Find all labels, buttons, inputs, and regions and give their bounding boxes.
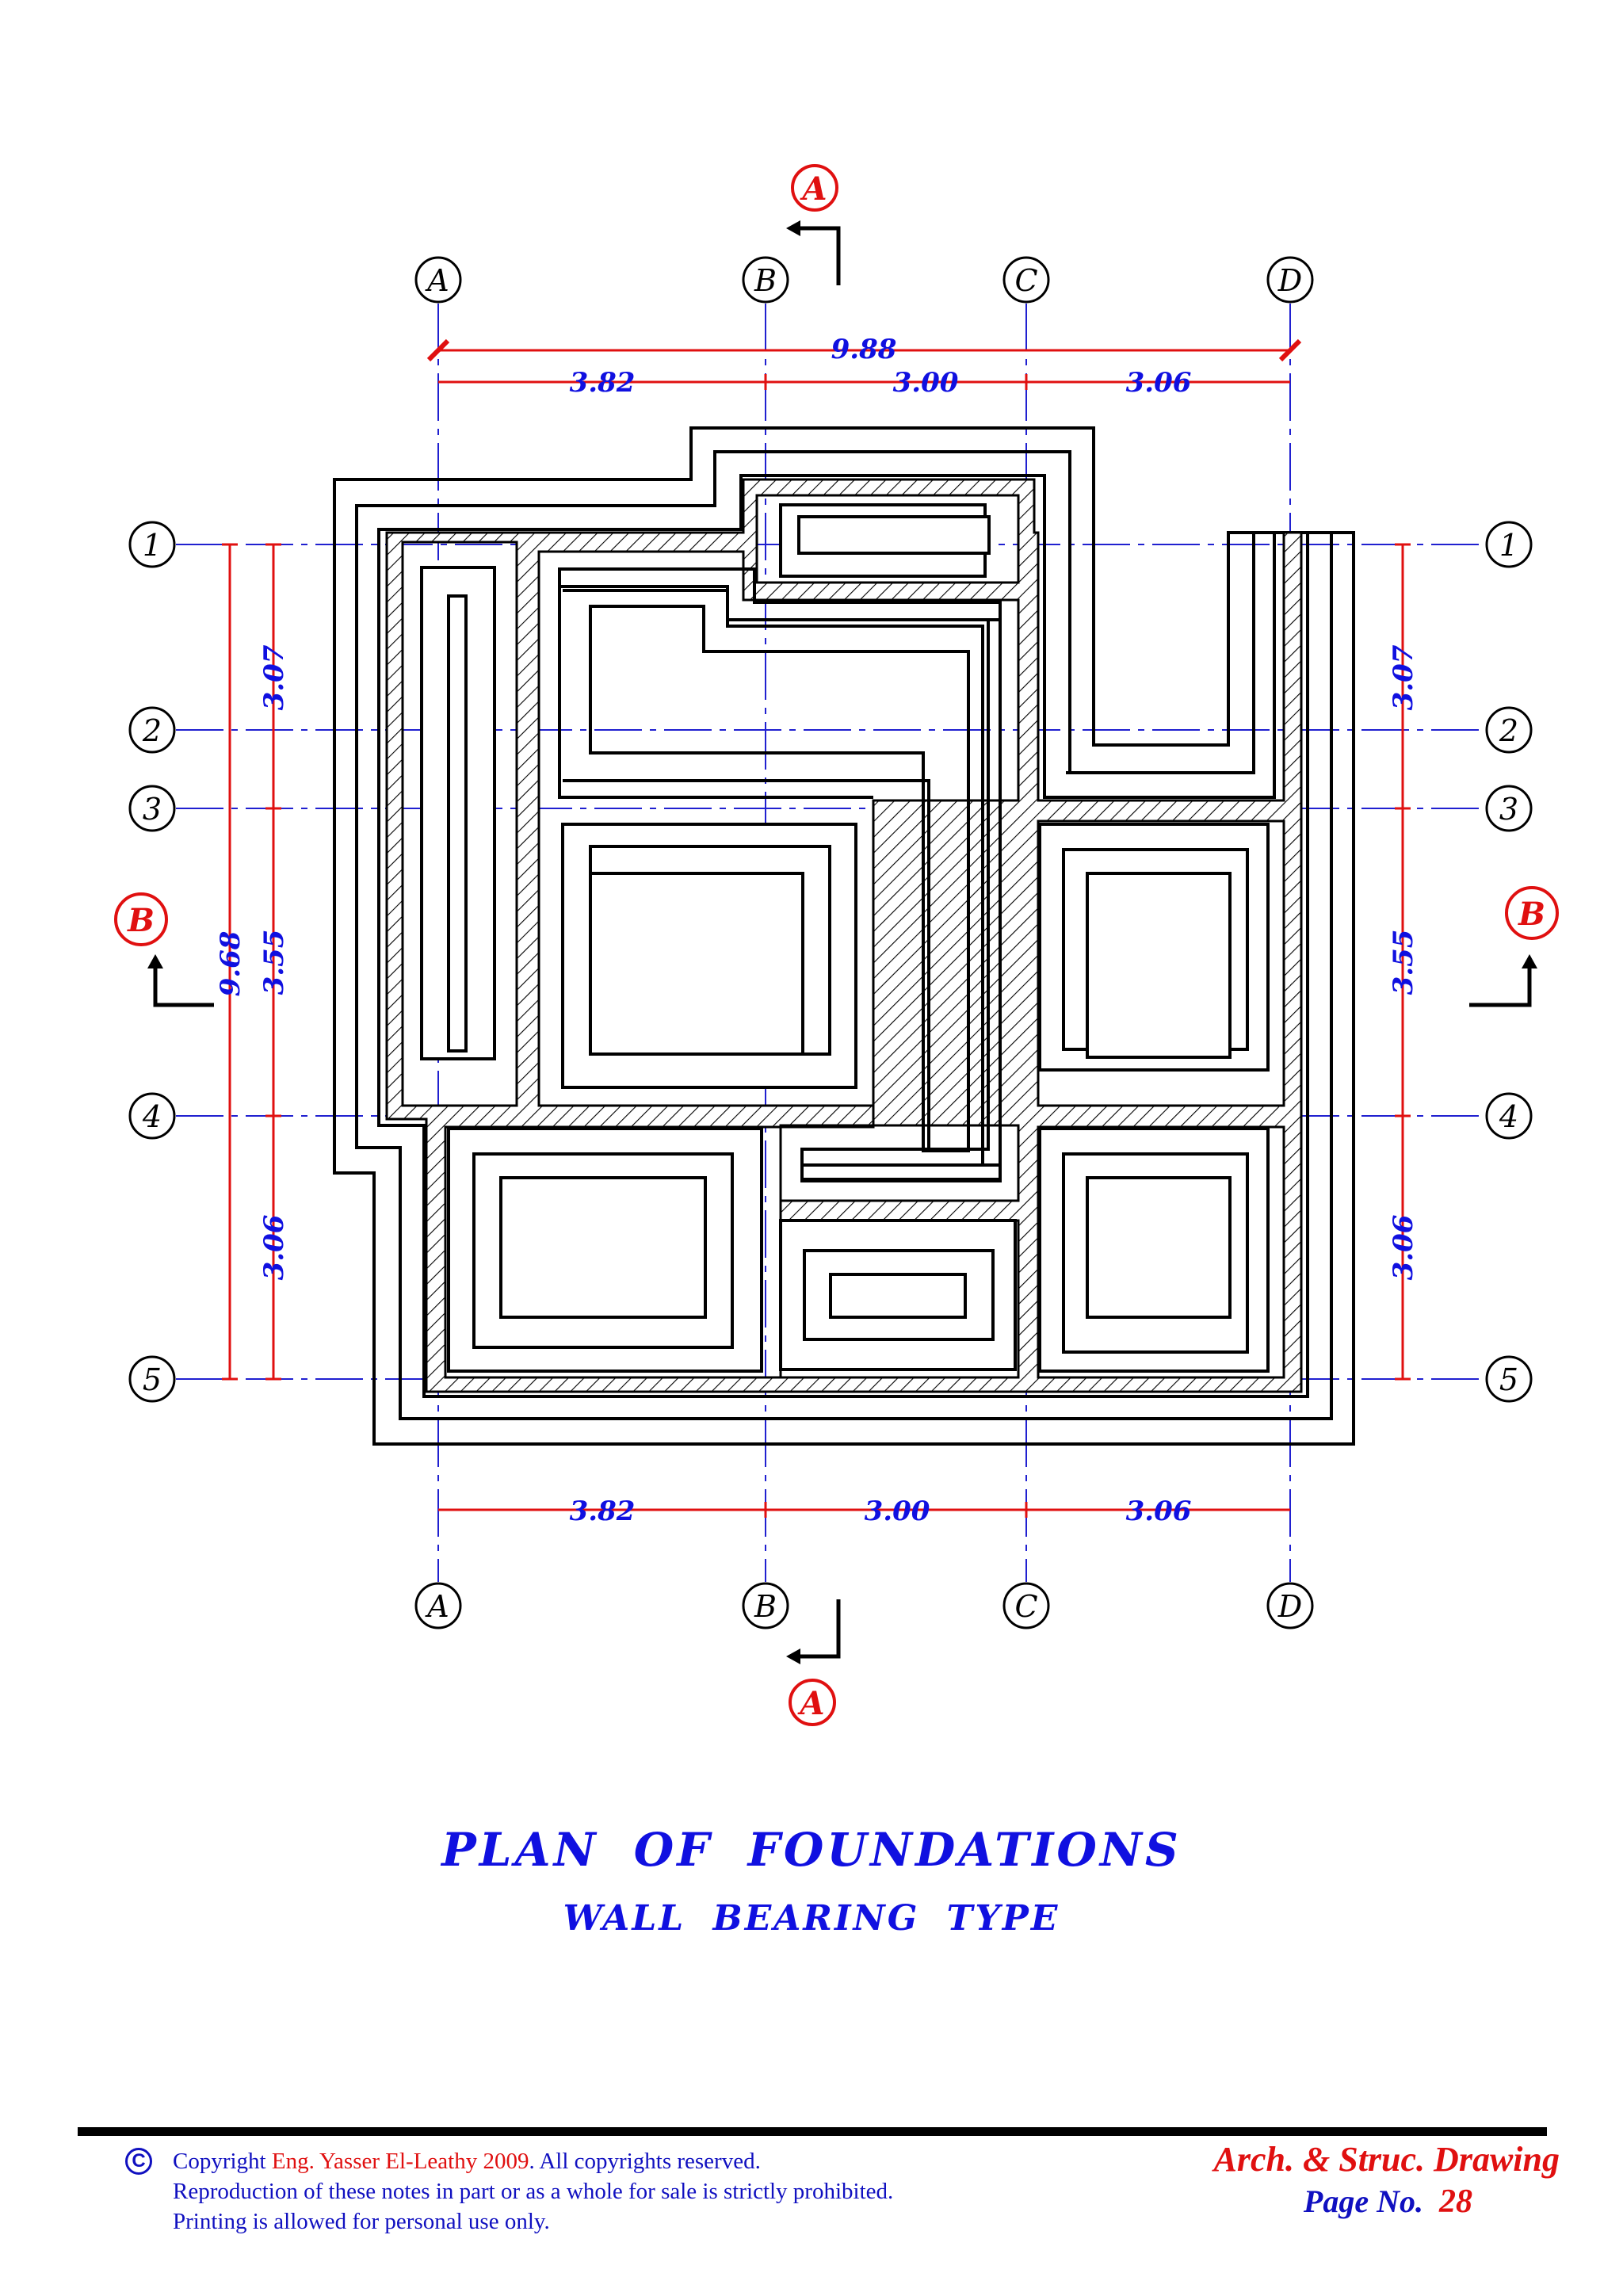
dim-span-x-3: 3.06: [1126, 367, 1192, 399]
footing-center-room-inner: [589, 872, 804, 1056]
grid-label-bottom-D: D: [1277, 1589, 1302, 1624]
dim-overall-x: 9.88: [831, 334, 897, 365]
section-label-right-B: B: [1518, 896, 1545, 933]
drawing-type: Arch. & Struc. Drawing: [1213, 2140, 1560, 2179]
dim-bottom-x-2: 3.00: [865, 1496, 930, 1527]
grid-label-left-5: 5: [143, 1362, 162, 1397]
dim-bottom-x-3: 3.06: [1126, 1496, 1192, 1527]
footing-left-strip-inner: [447, 594, 468, 1052]
grid-label-bottom-A: A: [425, 1589, 449, 1624]
dim-right-y-1: 3.07: [1388, 644, 1419, 710]
grid-label-right-4: 4: [1499, 1099, 1518, 1134]
grid-label-right-1: 1: [1499, 528, 1518, 563]
grid-label-top-B: B: [754, 263, 777, 298]
grid-label-top-A: A: [425, 263, 449, 298]
footing-right-room-inner: [1086, 872, 1232, 1059]
footing-zigzag-3: [563, 779, 930, 1151]
page-number-line: Page No. 28: [1214, 2181, 1472, 2222]
dim-right-y-3: 3.06: [1388, 1215, 1419, 1281]
footing-top-center-inner: [797, 515, 991, 555]
grid-label-top-C: C: [1014, 263, 1037, 298]
dim-span-x-2: 3.00: [893, 367, 959, 399]
dim-left-y-3: 3.06: [258, 1215, 290, 1281]
dim-left-y-1: 3.07: [258, 644, 290, 710]
section-label-bottom-A: A: [796, 1685, 824, 1722]
copyright-line-2: Reproduction of these notes in part or a…: [173, 2179, 894, 2204]
dimension-lines: [222, 338, 1411, 1518]
grid-label-right-3: 3: [1499, 792, 1518, 827]
copyright-icon: C: [125, 2148, 152, 2175]
copyright-line-1: Copyright Eng. Yasser El-Leathy 2009. Al…: [173, 2146, 1070, 2176]
footings: [420, 503, 1270, 1373]
footing-outline-inner: [377, 474, 1309, 1398]
footing-bottom-center-inner: [829, 1273, 967, 1319]
section-mark-right-B: [1469, 886, 1559, 1007]
page-label: Page No.: [1303, 2183, 1423, 2219]
dim-overall-y: 9.68: [215, 931, 246, 997]
drawing-subtitle: WALL BEARING TYPE: [563, 1898, 1060, 1939]
dim-bottom-x-1: 3.82: [570, 1496, 636, 1527]
footing-zigzag-2: [589, 605, 970, 1152]
section-mark-bottom-A: [786, 1599, 841, 1726]
footing-right-notch-inner: [1066, 533, 1255, 774]
grid-label-left-2: 2: [142, 713, 162, 748]
grid-label-right-5: 5: [1499, 1362, 1518, 1397]
wall-hatched-body: [385, 478, 1303, 1393]
dim-left-y-2: 3.55: [258, 930, 290, 995]
dim-span-x-1: 3.82: [570, 367, 636, 399]
page-info: Arch. & Struc. Drawing Page No. 28: [1214, 2138, 1560, 2222]
drawing-title: PLAN OF FOUNDATIONS: [441, 1823, 1182, 1877]
footing-right-notch-outer: [1094, 533, 1230, 747]
walls: [385, 478, 1303, 1393]
grid-label-bottom-C: C: [1014, 1589, 1037, 1624]
copyright-notice: Copyright Eng. Yasser El-Leathy 2009. Al…: [119, 2146, 1070, 2237]
copyright-prefix: Copyright: [173, 2149, 272, 2174]
section-marks: [114, 164, 1559, 1726]
grid-label-left-3: 3: [143, 792, 162, 827]
footing-zigzag-1: [558, 567, 1002, 1182]
copyright-author: Eng. Yasser El-Leathy 2009: [271, 2149, 529, 2174]
section-label-top-A: A: [799, 170, 827, 208]
grid-bubbles: [128, 256, 1533, 1629]
grid-bubble-labels: A B C D A B C D 1 2 3 4 5 1 2 3 4 5: [142, 263, 1518, 1624]
dimension-labels: 9.88 3.82 3.00 3.06 3.82 3.00 3.06 9.68 …: [215, 334, 1419, 1527]
grid-label-left-4: 4: [142, 1099, 162, 1134]
copyright-suffix: . All copyrights reserved.: [529, 2149, 761, 2174]
dim-right-y-2: 3.55: [1388, 930, 1419, 995]
copyright-line-3: Printing is allowed for personal use onl…: [173, 2209, 550, 2234]
grid-label-left-1: 1: [143, 528, 162, 563]
section-label-left-B: B: [127, 902, 155, 939]
section-mark-left-B: [114, 892, 214, 1007]
footing-bottom-left-inner: [499, 1176, 707, 1319]
grid-label-bottom-B: B: [754, 1589, 777, 1624]
section-mark-top-A: [786, 164, 841, 285]
page-number: 28: [1439, 2183, 1472, 2220]
section-mark-labels: A A B B: [127, 170, 1545, 1722]
footer-divider: [78, 2127, 1547, 2136]
footing-bottom-right-inner: [1086, 1176, 1232, 1319]
grid-label-right-2: 2: [1499, 713, 1518, 748]
grid-label-top-D: D: [1277, 263, 1302, 298]
